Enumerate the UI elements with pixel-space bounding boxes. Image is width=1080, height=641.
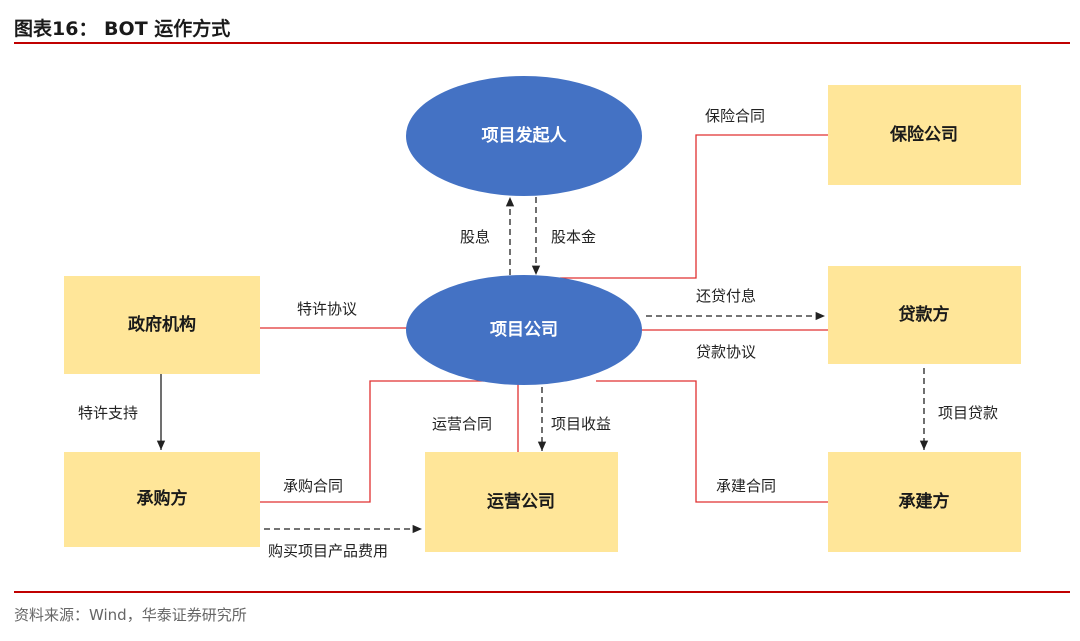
contractor-label: 承建方 (899, 491, 950, 512)
node-government: 政府机构 (64, 276, 260, 374)
purchase-contract-line (260, 380, 484, 503)
insurance-contract-label: 保险合同 (705, 107, 765, 125)
node-operator: 运营公司 (425, 452, 618, 552)
top-divider (14, 42, 1070, 44)
concession-support-label: 特许支持 (78, 404, 138, 422)
node-sponsor: 项目发起人 (406, 76, 642, 196)
equity-label: 股本金 (551, 228, 596, 246)
concession-agreement-label: 特许协议 (297, 300, 357, 318)
construction-contract-label: 承建合同 (716, 477, 776, 495)
operation-contract-label: 运营合同 (432, 415, 492, 433)
node-purchaser: 承购方 (64, 452, 260, 547)
operator-label: 运营公司 (487, 491, 555, 512)
insurance-label: 保险公司 (889, 124, 958, 145)
figure-title: 图表16： BOT 运作方式 (14, 18, 231, 40)
repayment-label: 还贷付息 (696, 287, 756, 305)
dividend-label: 股息 (460, 228, 490, 246)
purchase-contract-label: 承购合同 (283, 477, 343, 495)
construction-contract-line (596, 380, 828, 503)
node-contractor: 承建方 (828, 452, 1021, 552)
node-insurance: 保险公司 (828, 85, 1021, 185)
project-loan-label: 项目贷款 (938, 404, 998, 422)
sponsor-label: 项目发起人 (482, 125, 568, 146)
bottom-divider (14, 591, 1070, 593)
government-label: 政府机构 (128, 314, 196, 335)
purchaser-label: 承购方 (137, 488, 188, 509)
node-project-company: 项目公司 (406, 275, 642, 385)
project-revenue-label: 项目收益 (551, 415, 611, 433)
project-company-label: 项目公司 (490, 320, 558, 340)
source-note: 资料来源：Wind，华泰证券研究所 (14, 606, 247, 624)
node-lender: 贷款方 (828, 266, 1021, 364)
purchase-payment-label: 购买项目产品费用 (268, 542, 388, 560)
insurance-contract-line (560, 134, 828, 279)
loan-agreement-label: 贷款协议 (696, 343, 756, 361)
lender-label: 贷款方 (899, 304, 950, 325)
